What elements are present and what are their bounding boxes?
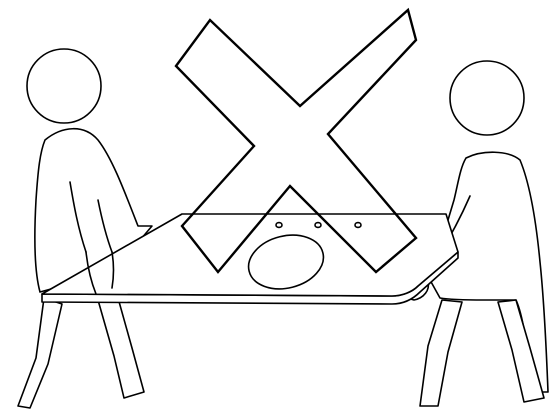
faucet-hole — [276, 223, 282, 228]
left-person-right-leg — [98, 298, 144, 398]
right-person-head — [450, 61, 524, 135]
right-person-left-leg — [420, 300, 462, 406]
left-person — [18, 49, 152, 408]
faucet-hole — [315, 223, 321, 228]
left-person-head — [27, 49, 101, 123]
left-person-left-leg — [18, 298, 62, 408]
faucet-hole — [355, 223, 361, 228]
